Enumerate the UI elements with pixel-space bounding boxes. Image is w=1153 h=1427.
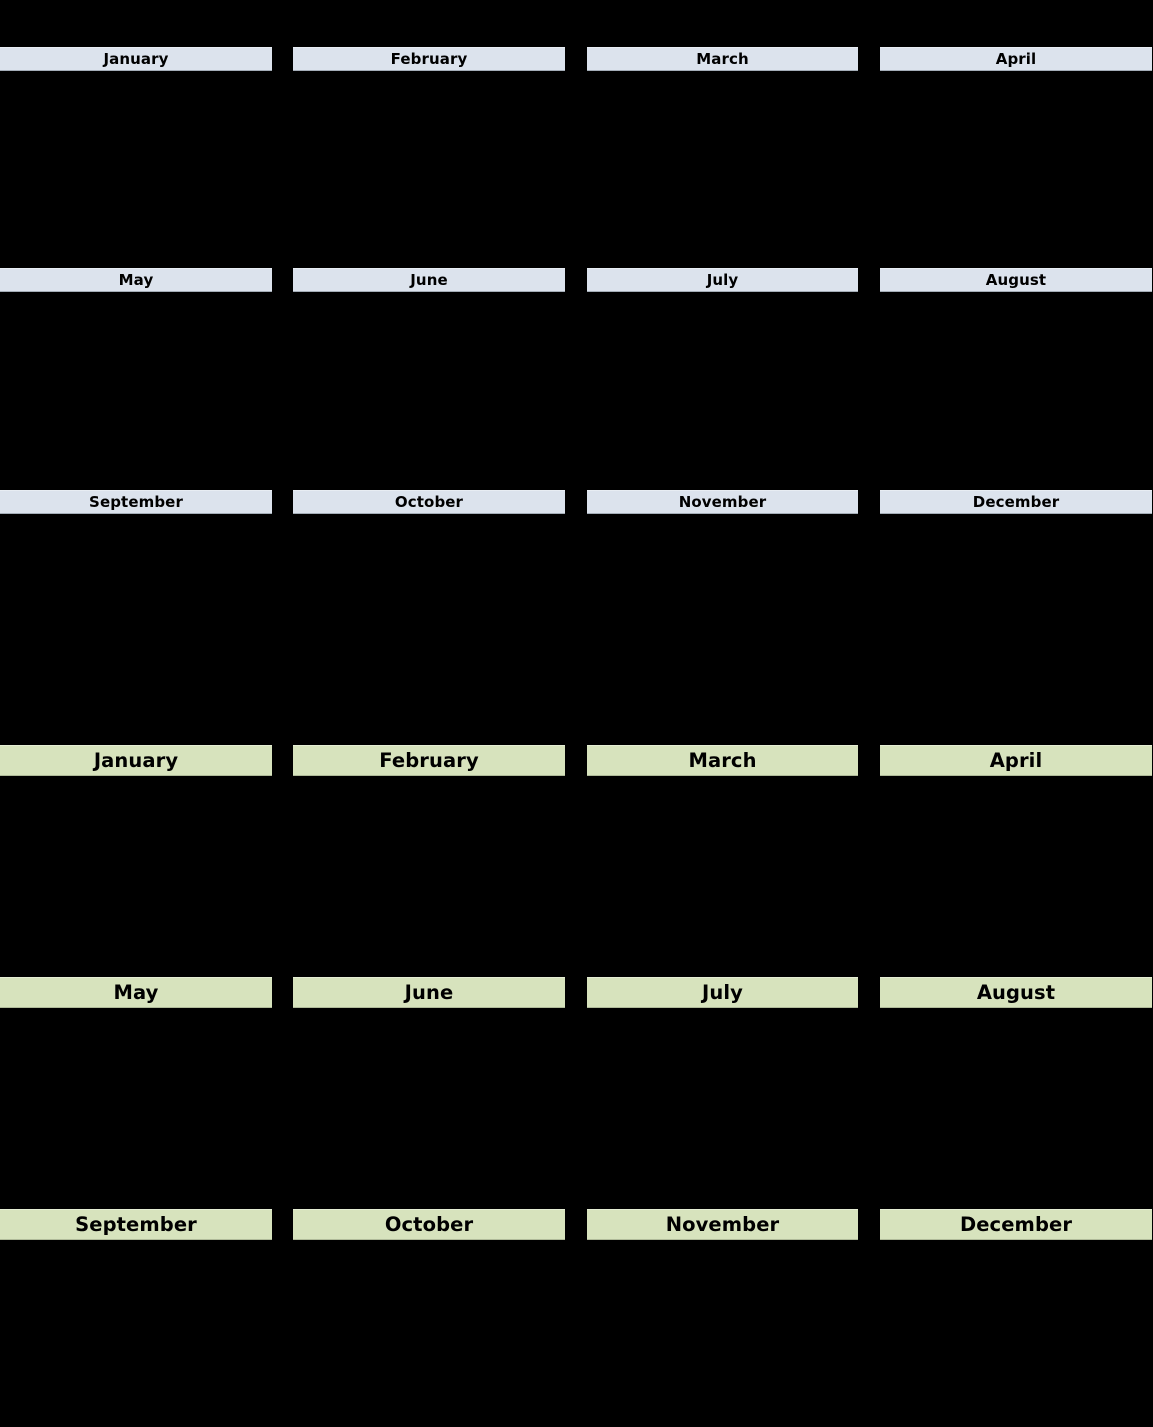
month-band-september[interactable]: September — [0, 1209, 272, 1240]
month-label: May — [113, 981, 159, 1004]
month-band-may[interactable]: May — [0, 268, 272, 292]
month-band-january[interactable]: January — [0, 745, 272, 776]
month-label: March — [688, 749, 757, 772]
month-label: September — [89, 493, 183, 511]
month-band-december[interactable]: December — [880, 1209, 1152, 1240]
month-label: October — [394, 493, 464, 511]
month-label: January — [93, 749, 179, 772]
month-label: May — [118, 271, 154, 289]
month-label: July — [702, 981, 743, 1004]
month-band-july[interactable]: July — [587, 268, 858, 292]
month-band-march[interactable]: March — [587, 745, 858, 776]
month-band-january[interactable]: January — [0, 47, 272, 71]
month-band-november[interactable]: November — [587, 1209, 858, 1240]
month-band-march[interactable]: March — [587, 47, 858, 71]
month-label: November — [665, 1213, 780, 1236]
month-band-july[interactable]: July — [587, 977, 858, 1008]
month-band-august[interactable]: August — [880, 268, 1152, 292]
month-band-april[interactable]: April — [880, 745, 1152, 776]
month-label: February — [379, 749, 479, 772]
month-label: January — [103, 50, 169, 68]
month-band-may[interactable]: May — [0, 977, 272, 1008]
month-label: June — [404, 981, 454, 1004]
month-label: November — [678, 493, 767, 511]
month-band-december[interactable]: December — [880, 490, 1152, 514]
month-band-october[interactable]: October — [293, 490, 565, 514]
month-band-november[interactable]: November — [587, 490, 858, 514]
month-band-april[interactable]: April — [880, 47, 1152, 71]
month-label: February — [390, 50, 468, 68]
month-band-june[interactable]: June — [293, 268, 565, 292]
month-band-august[interactable]: August — [880, 977, 1152, 1008]
month-label: April — [989, 749, 1043, 772]
month-label: March — [696, 50, 749, 68]
month-label: December — [972, 493, 1060, 511]
month-band-june[interactable]: June — [293, 977, 565, 1008]
month-band-february[interactable]: February — [293, 47, 565, 71]
month-band-october[interactable]: October — [293, 1209, 565, 1240]
month-label: April — [995, 50, 1037, 68]
month-label: September — [75, 1213, 197, 1236]
month-label: October — [384, 1213, 474, 1236]
month-label: August — [985, 271, 1047, 289]
month-band-february[interactable]: February — [293, 745, 565, 776]
month-label: December — [959, 1213, 1073, 1236]
month-label: August — [976, 981, 1056, 1004]
month-label: June — [410, 271, 448, 289]
month-band-september[interactable]: September — [0, 490, 272, 514]
month-label: July — [706, 271, 739, 289]
